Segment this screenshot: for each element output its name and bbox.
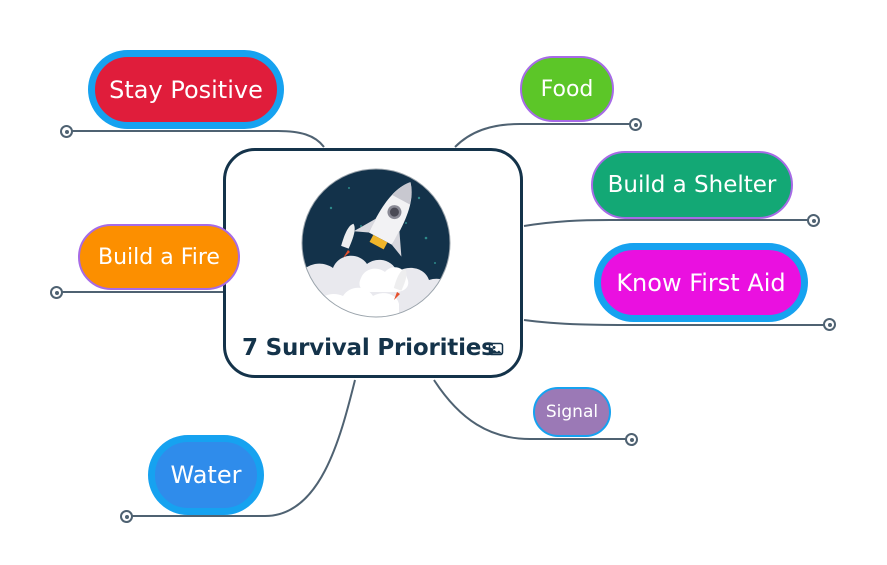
handle-build-a-fire[interactable] (50, 286, 63, 299)
topic-build-a-shelter[interactable]: Build a Shelter (591, 151, 793, 219)
topic-food[interactable]: Food (520, 56, 614, 122)
handle-build-a-shelter[interactable] (807, 214, 820, 227)
connector-know-first-aid (523, 319, 830, 326)
topic-label: Build a Fire (98, 244, 220, 270)
central-topic[interactable]: 7 Survival Priorities (223, 148, 523, 378)
image-icon[interactable] (488, 341, 504, 357)
topic-water[interactable]: Water (148, 435, 264, 515)
topic-label: Food (540, 76, 594, 102)
topic-signal[interactable]: Signal (533, 387, 611, 437)
topic-build-a-fire[interactable]: Build a Fire (78, 224, 240, 290)
connector-food (454, 123, 636, 148)
topic-label: Stay Positive (109, 75, 263, 104)
handle-know-first-aid[interactable] (823, 318, 836, 331)
topic-label: Build a Shelter (607, 172, 777, 198)
topic-stay-positive[interactable]: Stay Positive (88, 50, 284, 129)
connector-build-a-shelter (523, 219, 814, 227)
rocket-illustration (301, 168, 451, 318)
central-topic-title: 7 Survival Priorities (242, 335, 495, 361)
connector-signal (433, 379, 632, 440)
handle-signal[interactable] (625, 433, 638, 446)
handle-water[interactable] (120, 510, 133, 523)
topic-label: Water (170, 461, 242, 489)
connector-water (126, 379, 356, 517)
topic-know-first-aid[interactable]: Know First Aid (594, 243, 808, 322)
handle-food[interactable] (629, 118, 642, 131)
topic-label: Know First Aid (616, 268, 786, 297)
handle-stay-positive[interactable] (60, 125, 73, 138)
topic-label: Signal (545, 402, 599, 422)
connector-stay-positive (66, 130, 325, 148)
